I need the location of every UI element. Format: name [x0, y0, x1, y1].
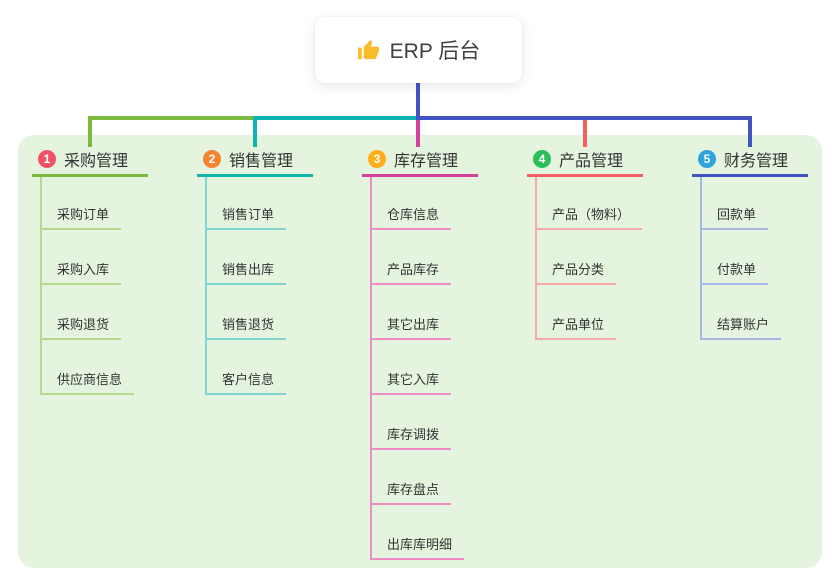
branch-title-label: 库存管理	[394, 152, 459, 170]
root-connector-vertical	[416, 83, 420, 120]
child-node[interactable]: 供应商信息	[40, 369, 135, 395]
branch-title-label: 财务管理	[724, 152, 789, 170]
branch-stub-4	[583, 120, 587, 147]
child-node[interactable]: 结算账户	[700, 314, 782, 340]
child-node[interactable]: 客户信息	[205, 369, 287, 395]
connector-horizontal-right	[416, 116, 752, 120]
branch-stub-5	[748, 116, 752, 147]
child-node[interactable]: 采购入库	[40, 259, 122, 285]
thumbs-up-icon	[357, 39, 380, 62]
child-node[interactable]: 库存盘点	[370, 479, 452, 505]
branch-title-5[interactable]: 5 财务管理	[692, 147, 808, 177]
child-node[interactable]: 其它入库	[370, 369, 452, 395]
connector-horizontal-left	[88, 116, 253, 120]
child-connector-line	[370, 177, 372, 560]
child-node[interactable]: 销售订单	[205, 204, 287, 230]
branch-number-badge: 3	[368, 149, 386, 168]
branch-stub-2	[253, 116, 257, 147]
child-node[interactable]: 产品单位	[535, 314, 617, 340]
branch-2: 2 销售管理销售订单销售出库销售退货客户信息	[197, 147, 313, 395]
branch-title-3[interactable]: 3 库存管理	[362, 147, 478, 177]
branch-title-1[interactable]: 1 采购管理	[32, 147, 148, 177]
branch-3: 3 库存管理仓库信息产品库存其它出库其它入库库存调拨库存盘点出库库明细	[362, 147, 478, 560]
child-connector-line	[205, 177, 207, 395]
child-node[interactable]: 库存调拨	[370, 424, 452, 450]
child-node[interactable]: 产品库存	[370, 259, 452, 285]
child-connector-line	[40, 177, 42, 395]
mindmap-background	[18, 135, 822, 568]
branch-number-badge: 2	[203, 149, 221, 168]
branch-stub-1	[88, 116, 92, 147]
child-node[interactable]: 销售退货	[205, 314, 287, 340]
child-node[interactable]: 采购退货	[40, 314, 122, 340]
branch-title-label: 产品管理	[559, 152, 624, 170]
child-node[interactable]: 其它出库	[370, 314, 452, 340]
child-node[interactable]: 付款单	[700, 259, 769, 285]
root-node[interactable]: ERP 后台	[315, 17, 522, 83]
child-node[interactable]: 采购订单	[40, 204, 122, 230]
child-node[interactable]: 回款单	[700, 204, 769, 230]
child-node[interactable]: 产品分类	[535, 259, 617, 285]
branch-number-badge: 5	[698, 149, 716, 168]
root-label: ERP 后台	[389, 40, 481, 63]
branch-title-label: 销售管理	[229, 152, 294, 170]
child-node[interactable]: 仓库信息	[370, 204, 452, 230]
branch-number-badge: 1	[38, 149, 56, 168]
child-node[interactable]: 产品（物料）	[535, 204, 643, 230]
branch-5: 5 财务管理回款单付款单结算账户	[692, 147, 808, 340]
child-connector-line	[535, 177, 537, 340]
branch-number-badge: 4	[533, 149, 551, 168]
child-connector-line	[700, 177, 702, 340]
branch-stub-3	[416, 120, 420, 147]
branch-title-4[interactable]: 4 产品管理	[527, 147, 643, 177]
child-node[interactable]: 出库库明细	[370, 534, 465, 560]
branch-4: 4 产品管理产品（物料） 产品分类产品单位	[527, 147, 643, 340]
connector-horizontal-middle	[253, 116, 416, 120]
branch-1: 1 采购管理采购订单采购入库采购退货供应商信息	[32, 147, 148, 395]
branch-title-2[interactable]: 2 销售管理	[197, 147, 313, 177]
branch-title-label: 采购管理	[64, 152, 129, 170]
child-node[interactable]: 销售出库	[205, 259, 287, 285]
